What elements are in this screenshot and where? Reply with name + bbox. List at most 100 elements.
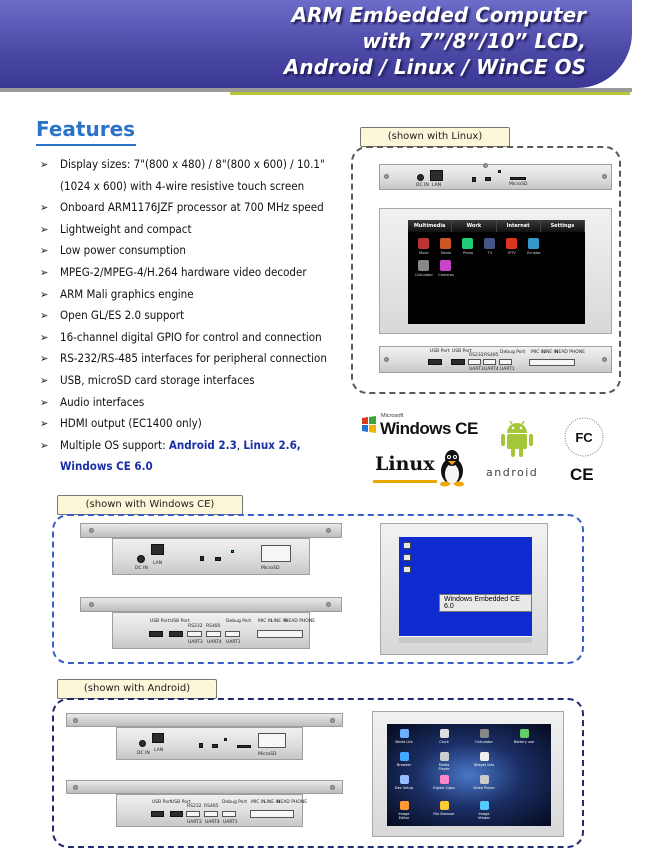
music-app-icon[interactable] [418,238,429,249]
linux-tab-settings[interactable]: Settings [540,220,585,232]
movie-app-icon[interactable] [440,238,451,249]
feature-item-os-support: Multiple OS support: Android 2.3, Linux … [40,435,345,478]
mounting-rail [66,780,343,794]
uart4-label: UART4 [207,640,222,645]
rs232-label: RS232 [187,804,202,809]
usb-port-label: USB Port [170,619,190,624]
mounting-rail [80,523,342,538]
feature-item: Onboard ARM1176JZF processor at 700 MHz … [40,197,345,219]
dc-in-jack [417,174,424,181]
screw [73,785,78,790]
headphone-label: HEAD PHONE [285,619,316,624]
features-heading: Features [36,117,136,141]
clock-app-icon[interactable] [440,729,449,738]
lan-port [152,733,164,743]
linux-tab-internet[interactable]: Internet [496,220,541,232]
rs232-label: RS232 [188,624,203,629]
recycle-bin-icon[interactable] [403,554,411,561]
device-side-panel-bottom: USB Port USB Port RS232 RS485 Debug Port… [112,612,315,649]
lan-label: LAN [154,748,164,753]
lan-port [430,170,443,181]
browser-app-icon[interactable] [400,752,409,761]
linux-screen: Multimedia Work Internet Settings Music … [408,220,585,324]
my-device-icon[interactable] [403,542,411,549]
video-player-app-icon[interactable] [480,775,489,784]
usb-port-label: USB Port [430,349,450,354]
internet-explorer-icon[interactable] [403,566,411,573]
debug-port-label: Debug Port [226,619,252,624]
headphone-label: HEAD PHONE [277,800,308,805]
app-label: Calculator [415,273,433,277]
fcc-logo-icon: FC [564,417,604,457]
rs232-port [186,811,200,817]
world-lite-app-icon[interactable] [400,729,409,738]
uart3-label: UART3 [188,640,203,645]
rs485-port [204,811,218,817]
linux-logo-text: Linux [375,453,435,475]
feature-item: Audio interfaces [40,392,345,414]
usb-port [451,359,465,365]
app-label: Digital Signs [433,786,455,790]
usb-port-label: USB Port [452,349,472,354]
screw [483,163,488,168]
ce-mark: CE [570,465,594,484]
battery-use-app-icon[interactable] [520,729,529,738]
feature-text: RS-232/RS-485 interfaces for peripheral … [60,351,327,366]
digital-signs-app-icon[interactable] [440,775,449,784]
tv-app-icon[interactable] [484,238,495,249]
uart1-label: UART1 [223,820,238,825]
features-heading-underline [36,144,136,146]
image-editor-app-icon[interactable] [400,801,409,810]
app-label: Image Viewer [478,812,490,820]
debug-port-label: Debug Port [500,350,526,355]
feature-text: Onboard ARM1176JZF processor at 700 MHz … [60,200,324,215]
screw [326,602,331,607]
debug-port [225,631,240,637]
app-label: TV [487,251,493,255]
image-viewer-app-icon[interactable] [480,801,489,810]
screw [384,174,389,179]
iptv-app-icon[interactable] [506,238,517,249]
photo-app-icon[interactable] [462,238,473,249]
microsd-slot [237,745,251,748]
usb-port-label: USB Port [150,619,170,624]
uart1-label: UART1 [500,367,515,372]
lan-label: LAN [153,561,163,566]
screw [73,718,78,723]
wince-taskbar[interactable] [399,636,532,643]
app-label: File Browser [433,812,455,816]
cameras-app-icon[interactable] [440,260,451,271]
android-display-bezel: World Lite Clock Calculator Battery use … [372,711,564,837]
microsd-slot [510,177,526,180]
ecripter-app-icon[interactable] [528,238,539,249]
rs232-port [468,359,481,365]
headphone-label: HEAD PHONE [555,350,586,355]
feature-text: Open GL/ES 2.0 support [60,308,185,323]
calculator-app-icon[interactable] [480,729,489,738]
dev-setup-app-icon[interactable] [400,775,409,784]
mic-in-label: MIC IN [258,619,273,624]
linux-tab-bar: Multimedia Work Internet Settings [408,220,585,232]
app-label: Widget lists [473,763,495,767]
calculator-app-icon[interactable] [418,260,429,271]
feature-item: USB, microSD card storage interfaces [40,370,345,392]
usb-otg-port [215,557,221,561]
dc-in-jack [137,555,145,563]
file-browser-app-icon[interactable] [440,801,449,810]
app-label: IPTV [508,251,516,255]
linux-tab-multimedia[interactable]: Multimedia [408,220,453,232]
device-side-panel-top: DC IN LAN MicroSD [379,163,612,190]
usb-port [170,811,183,817]
linux-tab-work[interactable]: Work [452,220,497,232]
feature-text-continued: (1024 x 600) with 4-wire resistive touch… [60,178,305,193]
media-player-app-icon[interactable] [440,752,449,761]
screw [330,718,335,723]
widget-lists-app-icon[interactable] [480,752,489,761]
header-banner: ARM Embedded Computer with 7”/8”/10” LCD… [0,0,632,88]
app-label: Photo [463,251,473,255]
feature-text: USB, microSD card storage interfaces [60,372,255,387]
feature-text: Audio interfaces [60,394,145,409]
switch [200,556,204,561]
switch [472,177,476,182]
banner-title-line3: Android / Linux / WinCE OS [283,55,586,79]
